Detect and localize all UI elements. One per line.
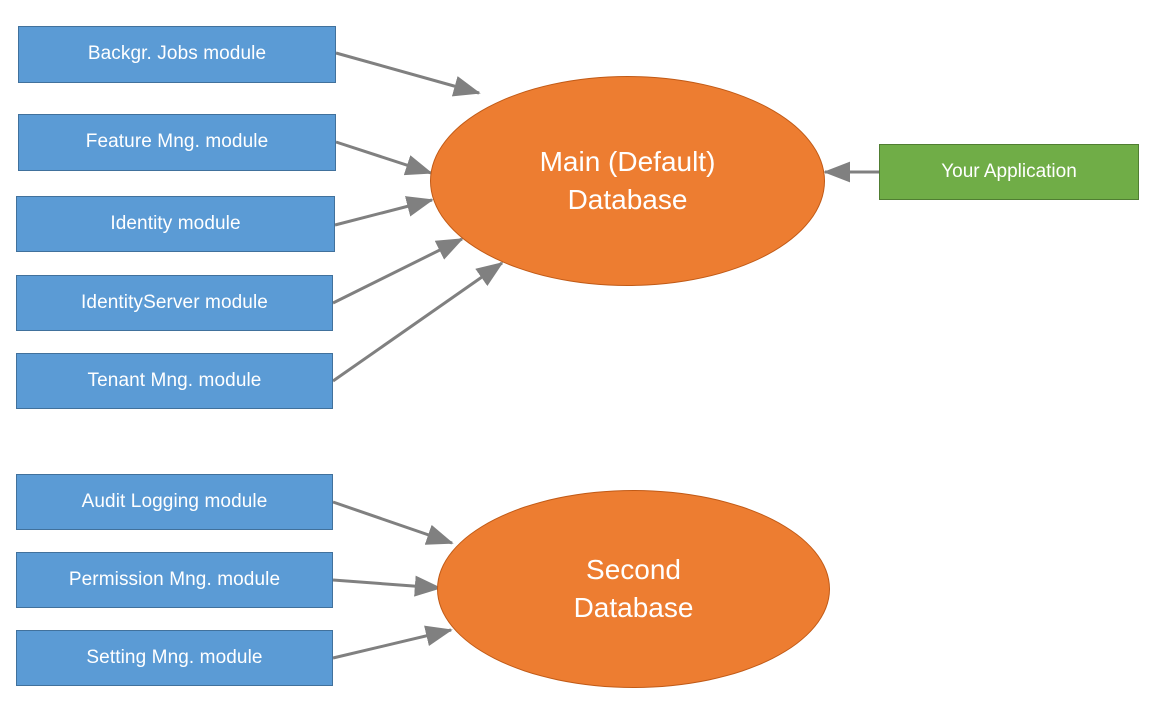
module-label: Setting Mng. module	[86, 646, 263, 668]
application-label: Your Application	[941, 161, 1077, 182]
module-label: Backgr. Jobs module	[87, 43, 267, 65]
module-label: Feature Mng. module	[85, 131, 269, 153]
connector-tenant-mng-to-main-db	[332, 261, 504, 383]
main-database-label-line2: Database	[567, 184, 688, 215]
module-label: IdentityServer module	[81, 291, 268, 313]
module-box-identity[interactable]: Identity module	[16, 196, 335, 252]
module-box-feature-mng[interactable]: Feature Mng. module	[18, 114, 336, 171]
connector-identity-to-main-db	[334, 196, 434, 227]
connector-permission-mng-to-second-db	[332, 575, 442, 597]
connector-identityserver-to-main-db	[332, 237, 464, 305]
module-box-setting-mng[interactable]: Setting Mng. module	[16, 630, 333, 686]
main-database-label-line1: Main (Default)	[539, 146, 716, 178]
module-label: Permission Mng. module	[68, 568, 281, 590]
module-label: Audit Logging module	[81, 490, 268, 512]
application-box[interactable]: Your Application	[879, 144, 1139, 200]
connector-audit-logging-to-second-db	[332, 500, 454, 545]
second-database-label-line1: Second	[586, 554, 681, 586]
connector-feature-mng-to-main-db	[335, 140, 433, 176]
main-database-node[interactable]: Main (Default) Database	[430, 76, 825, 286]
module-box-audit-logging[interactable]: Audit Logging module	[16, 474, 333, 530]
module-label: Tenant Mng. module	[87, 369, 262, 391]
second-database-node[interactable]: Second Database	[437, 490, 830, 688]
module-box-tenant-mng[interactable]: Tenant Mng. module	[16, 353, 333, 409]
module-box-identityserver[interactable]: IdentityServer module	[16, 275, 333, 331]
module-label: Identity module	[110, 212, 241, 234]
connector-backgr-jobs-to-main-db	[335, 51, 481, 97]
module-box-backgr-jobs[interactable]: Backgr. Jobs module	[18, 26, 336, 83]
connector-setting-mng-to-second-db	[332, 625, 453, 660]
module-box-permission-mng[interactable]: Permission Mng. module	[16, 552, 333, 608]
second-database-label-line2: Database	[573, 592, 694, 623]
